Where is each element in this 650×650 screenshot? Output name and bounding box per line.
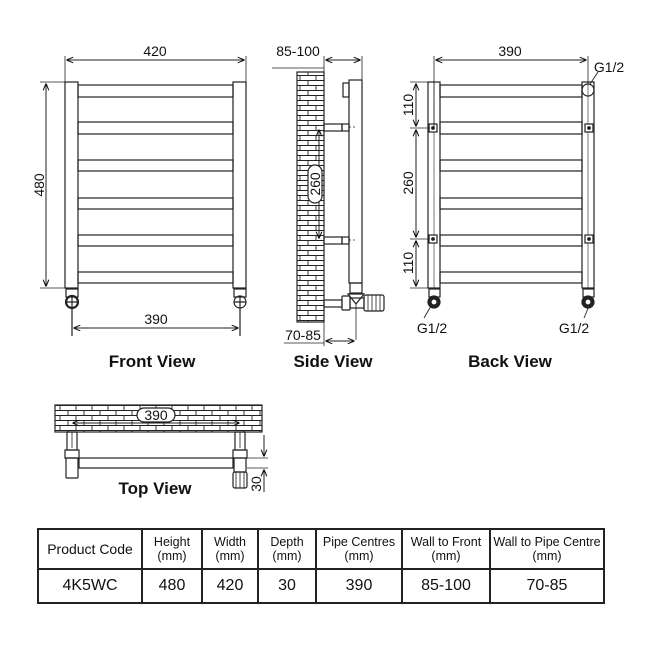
side-wall-to-front-label: 85-100 xyxy=(276,43,320,59)
back-bottom-left-connection-label: G1/2 xyxy=(417,320,448,336)
cell-wall-to-pipe-centre: 70-85 xyxy=(489,568,605,604)
front-pipe-centres-label: 390 xyxy=(144,311,168,327)
side-view xyxy=(272,56,385,346)
back-rails xyxy=(439,84,583,284)
header-depth: Depth(mm) xyxy=(257,528,317,570)
back-bracket-spacing-label: 260 xyxy=(400,171,416,195)
cell-width: 420 xyxy=(201,568,259,604)
top-view-title: Top View xyxy=(118,479,192,498)
cell-wall-to-front: 85-100 xyxy=(401,568,491,604)
header-pipe-centres: Pipe Centres(mm) xyxy=(315,528,403,570)
front-view-title: Front View xyxy=(109,352,196,371)
front-rails xyxy=(77,84,234,284)
table-header-row: Product Code Height(mm) Width(mm) Depth(… xyxy=(37,528,605,570)
cell-height: 480 xyxy=(141,568,203,604)
back-pipe-centres-label: 390 xyxy=(498,43,522,59)
side-valve-icon xyxy=(323,282,385,340)
cell-pipe-centres: 390 xyxy=(315,568,403,604)
side-wall-to-pipe-label: 70-85 xyxy=(285,327,321,343)
back-view-title: Back View xyxy=(468,352,553,371)
header-height: Height(mm) xyxy=(141,528,203,570)
cell-product-code: 4K5WC xyxy=(37,568,143,604)
header-wall-to-pipe-centre: Wall to Pipe Centre(mm) xyxy=(489,528,605,570)
front-right-valve-icon xyxy=(233,288,247,336)
side-view-title: Side View xyxy=(293,352,373,371)
header-width: Width(mm) xyxy=(201,528,259,570)
back-top-offset-label: 110 xyxy=(400,94,416,117)
top-depth-label: 30 xyxy=(248,476,264,492)
top-view xyxy=(54,404,268,492)
specification-table: Product Code Height(mm) Width(mm) Depth(… xyxy=(37,528,605,604)
back-left-valve-icon xyxy=(423,288,441,319)
back-top-connection-label: G1/2 xyxy=(594,59,625,75)
front-left-valve-icon xyxy=(64,288,80,336)
back-right-valve-icon xyxy=(581,288,595,319)
cell-depth: 30 xyxy=(257,568,317,604)
top-pipe-centres-label: 390 xyxy=(144,407,168,423)
header-wall-to-front: Wall to Front(mm) xyxy=(401,528,491,570)
table-row: 4K5WC 480 420 30 390 85-100 70-85 xyxy=(37,568,605,604)
front-height-label: 480 xyxy=(31,173,47,197)
front-width-label: 420 xyxy=(143,43,167,59)
back-bottom-offset-label: 110 xyxy=(400,252,416,275)
header-product-code: Product Code xyxy=(37,528,143,570)
side-bracket-spacing-label: 260 xyxy=(307,172,323,196)
front-view xyxy=(40,56,247,336)
back-view xyxy=(410,56,599,319)
back-bottom-right-connection-label: G1/2 xyxy=(559,320,590,336)
